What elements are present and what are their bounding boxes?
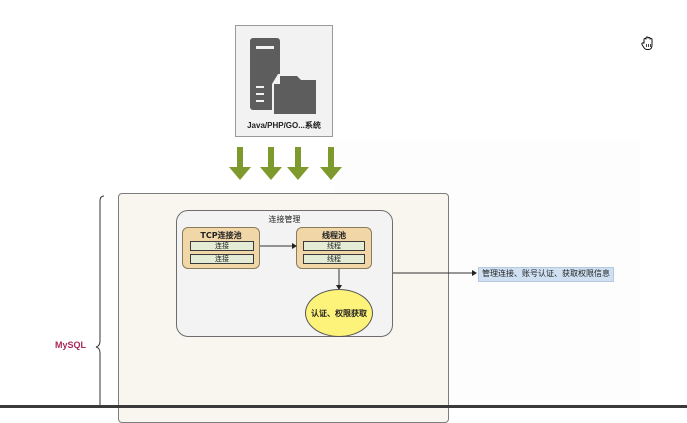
- auth-permission-node: 认证、权限获取: [305, 289, 373, 337]
- tcp-connection-slot: 连接: [190, 241, 254, 251]
- thread-pool-title: 线程池: [322, 231, 346, 240]
- down-arrow-icon: [287, 147, 309, 180]
- thread-pool: 线程池 线程 线程: [296, 227, 372, 269]
- hand-cursor-icon: [641, 36, 655, 55]
- mysql-brace: [95, 195, 105, 408]
- auth-permission-label: 认证、权限获取: [311, 308, 367, 318]
- connection-management-title: 连接管理: [268, 215, 301, 224]
- connector-lines: [260, 243, 477, 290]
- tcp-pool-title: TCP连接池: [200, 231, 242, 240]
- thread-slot: 线程: [303, 254, 365, 264]
- request-arrows: [229, 147, 342, 180]
- thread-slot: 线程: [303, 241, 365, 251]
- tcp-connection-slot: 连接: [190, 254, 254, 264]
- tcp-connection-pool: TCP连接池 连接 连接: [182, 227, 260, 269]
- tcp-to-thread-arrow: [260, 243, 297, 249]
- down-arrow-icon: [320, 147, 342, 180]
- server-folder-icon: [250, 38, 318, 116]
- connection-management-note: 管理连接、账号认证、获取权限信息: [478, 267, 614, 282]
- bottom-border: [0, 405, 687, 408]
- conn-to-note-arrow: [393, 270, 477, 276]
- client-system-box: Java/PHP/GO...系统: [235, 25, 333, 137]
- down-arrow-icon: [260, 147, 282, 180]
- mysql-label: MySQL: [55, 340, 87, 350]
- down-arrow-icon: [229, 147, 251, 180]
- thread-to-auth-arrow: [336, 269, 342, 290]
- client-system-label: Java/PHP/GO...系统: [247, 121, 321, 130]
